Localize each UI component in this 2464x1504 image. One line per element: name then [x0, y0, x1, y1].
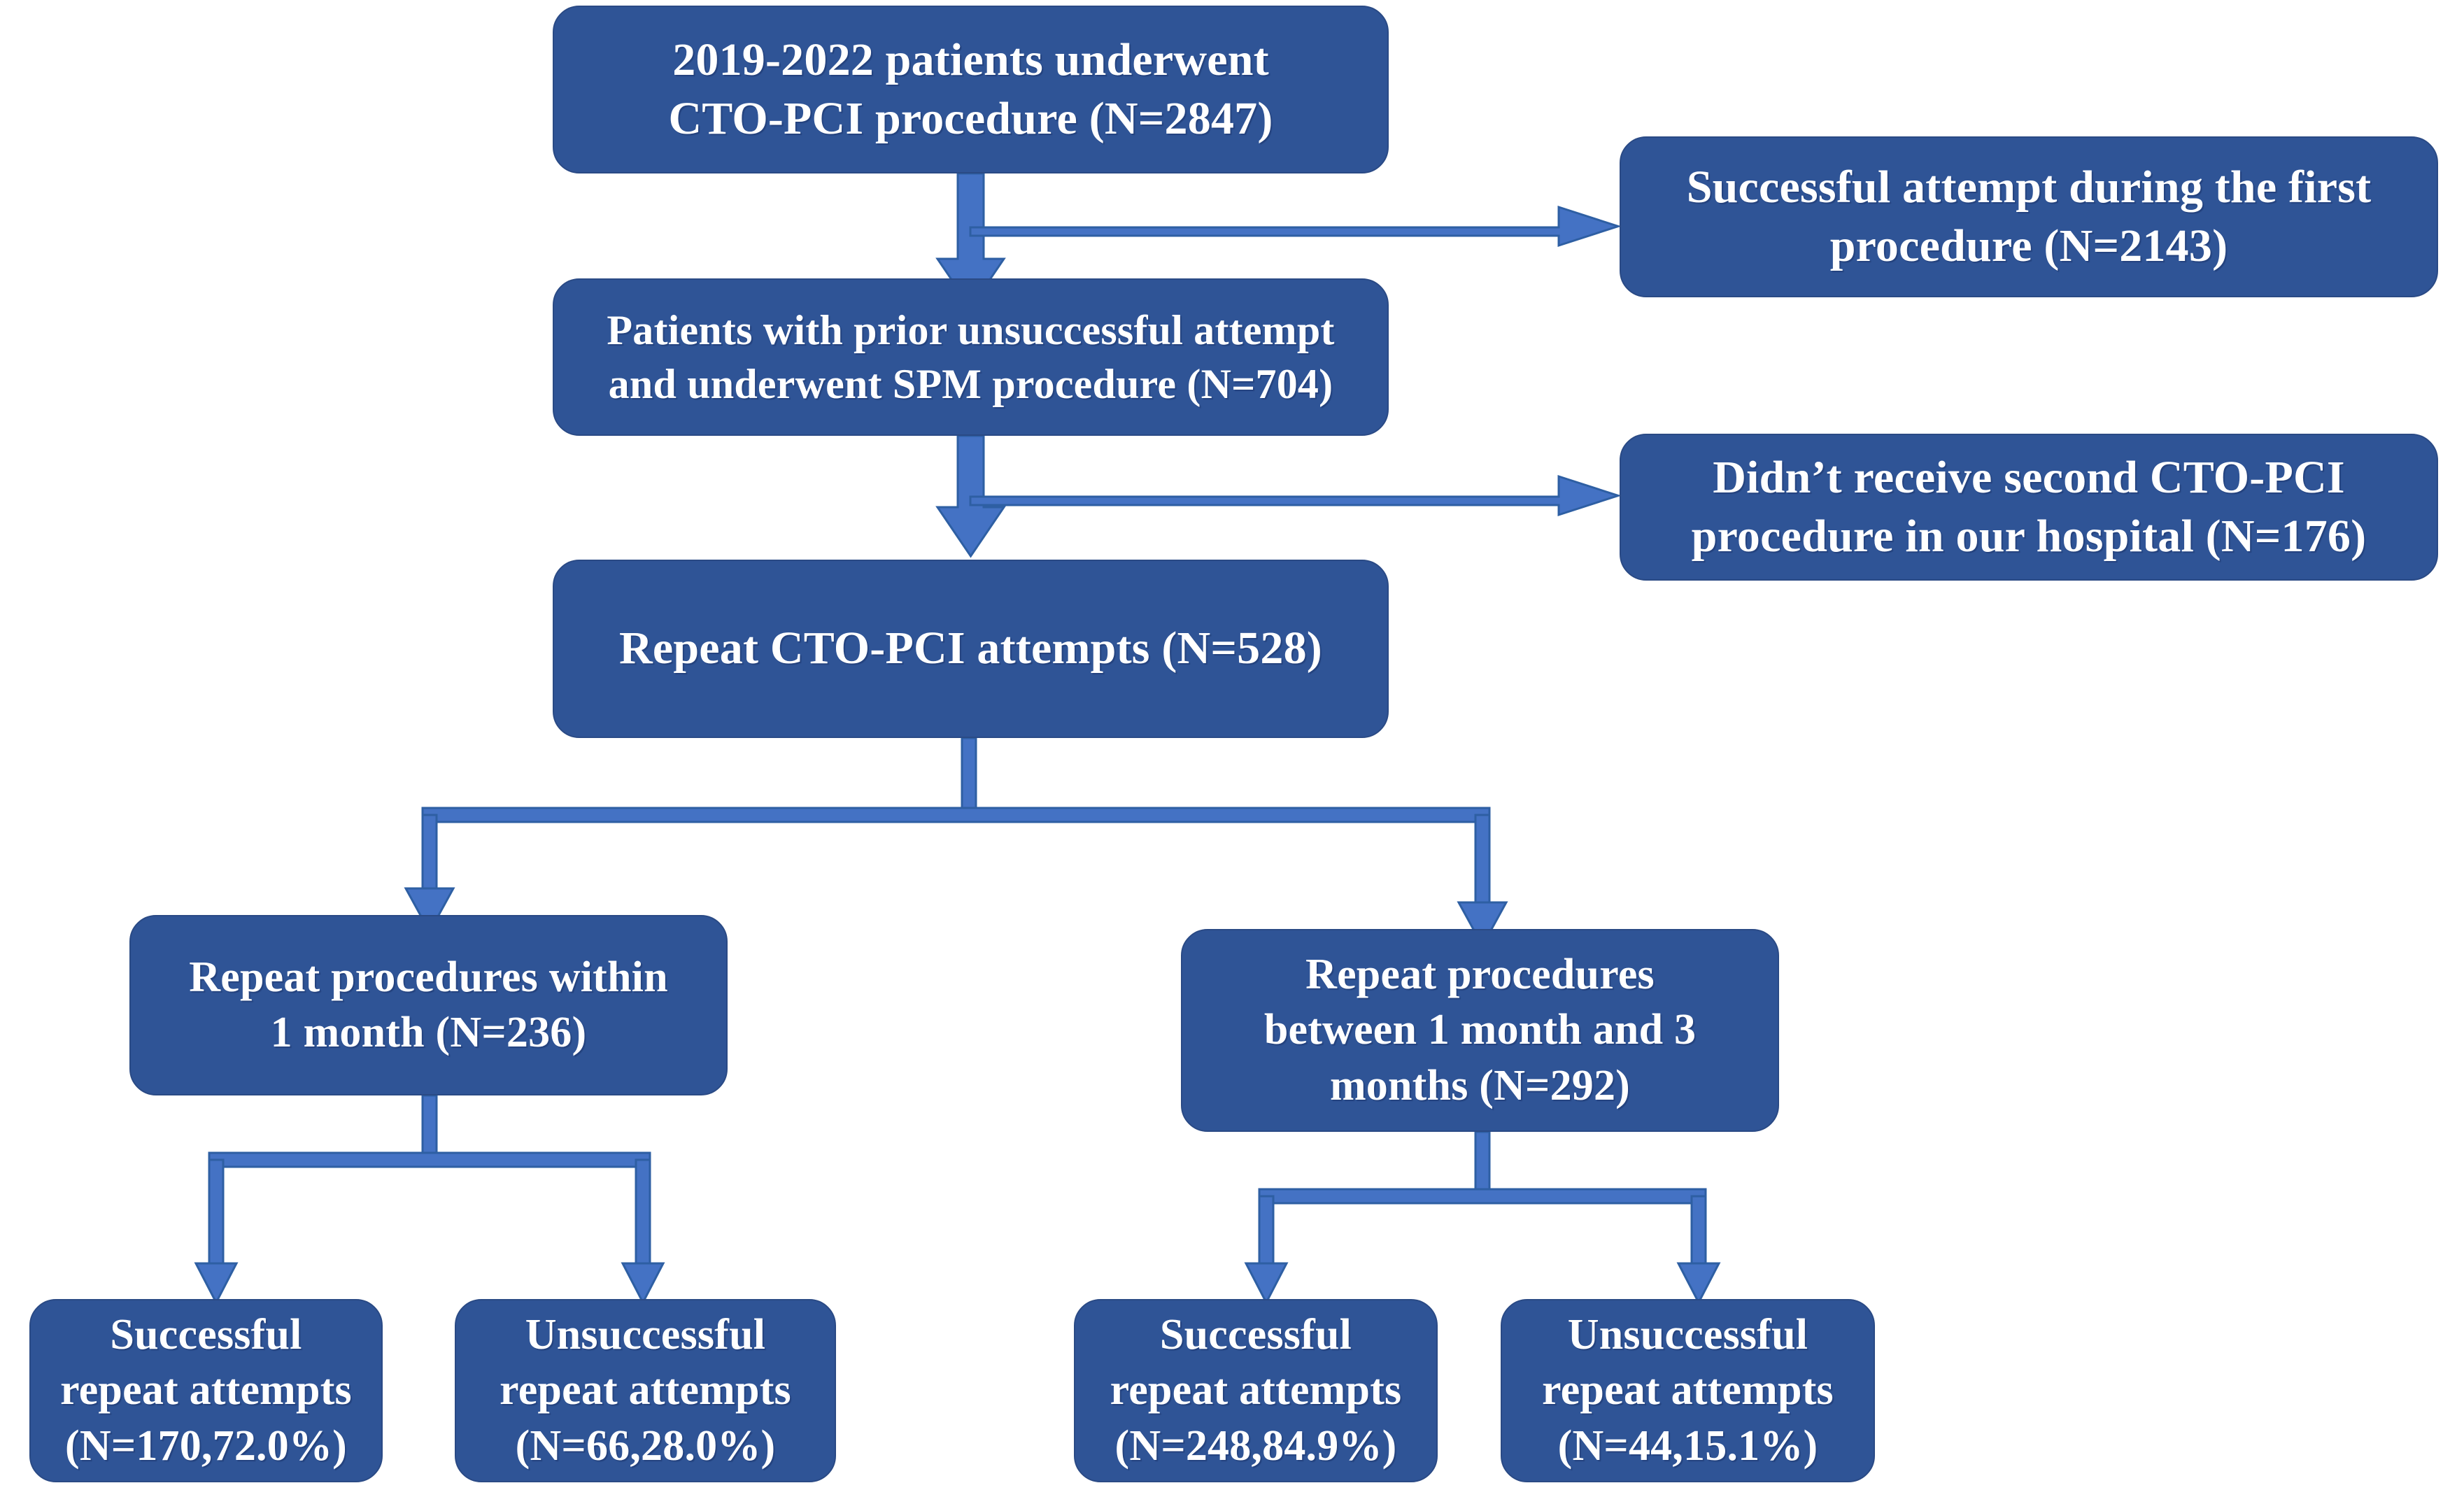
- node-no-second-procedure[interactable]: Didn’t receive second CTO-PCI procedure …: [1620, 434, 2438, 581]
- node-bottom-group-1-to-3-months: Successful repeat attempts (N=248,84.9%)…: [1074, 1299, 1875, 1482]
- connector-1to3m-split: [1244, 1130, 1721, 1305]
- node-repeat-between-1-and-3-months[interactable]: Repeat procedures between 1 month and 3 …: [1181, 929, 1779, 1132]
- node-successful-repeat-within-1-month-label: Successful repeat attempts (N=170,72.0%): [60, 1310, 352, 1470]
- node-repeat-within-1-month[interactable]: Repeat procedures within 1 month (N=236): [129, 915, 728, 1095]
- node-repeat-within-1-month-label: Repeat procedures within 1 month (N=236): [189, 953, 668, 1056]
- connector-top-to-success-first: [969, 205, 1622, 248]
- node-unsuccessful-repeat-1-to-3-months-label: Unsuccessful repeat attempts (N=44,15.1%…: [1542, 1310, 1834, 1470]
- node-successful-first-attempt[interactable]: Successful attempt during the first proc…: [1620, 136, 2438, 297]
- node-bottom-group-within-1-month: Successful repeat attempts (N=170,72.0%)…: [29, 1299, 836, 1482]
- node-prior-unsuccessful-spm[interactable]: Patients with prior unsuccessful attempt…: [553, 278, 1389, 436]
- node-repeat-between-1-and-3-months-label: Repeat procedures between 1 month and 3 …: [1263, 950, 1697, 1109]
- connector-prior-to-repeat: [935, 434, 1006, 558]
- node-unsuccessful-repeat-1-to-3-months[interactable]: Unsuccessful repeat attempts (N=44,15.1%…: [1501, 1299, 1875, 1482]
- node-total-cto-pci[interactable]: 2019-2022 patients underwent CTO-PCI pro…: [553, 6, 1389, 173]
- node-unsuccessful-repeat-within-1-month[interactable]: Unsuccessful repeat attempts (N=66,28.0%…: [455, 1299, 836, 1482]
- node-successful-repeat-within-1-month[interactable]: Successful repeat attempts (N=170,72.0%): [29, 1299, 383, 1482]
- node-repeat-cto-pci-attempts-label: Repeat CTO-PCI attempts (N=528): [619, 623, 1322, 674]
- connector-prior-to-no-second: [969, 474, 1622, 517]
- node-total-cto-pci-label: 2019-2022 patients underwent CTO-PCI pro…: [668, 34, 1273, 144]
- node-unsuccessful-repeat-within-1-month-label: Unsuccessful repeat attempts (N=66,28.0%…: [500, 1310, 791, 1470]
- connector-within1m-split: [194, 1094, 665, 1305]
- node-repeat-cto-pci-attempts[interactable]: Repeat CTO-PCI attempts (N=528): [553, 560, 1389, 738]
- node-successful-first-attempt-label: Successful attempt during the first proc…: [1686, 161, 2372, 271]
- node-prior-unsuccessful-spm-label: Patients with prior unsuccessful attempt…: [607, 306, 1335, 407]
- node-successful-repeat-1-to-3-months[interactable]: Successful repeat attempts (N=248,84.9%): [1074, 1299, 1438, 1482]
- node-successful-repeat-1-to-3-months-label: Successful repeat attempts (N=248,84.9%): [1110, 1310, 1402, 1470]
- node-no-second-procedure-label: Didn’t receive second CTO-PCI procedure …: [1691, 451, 2367, 562]
